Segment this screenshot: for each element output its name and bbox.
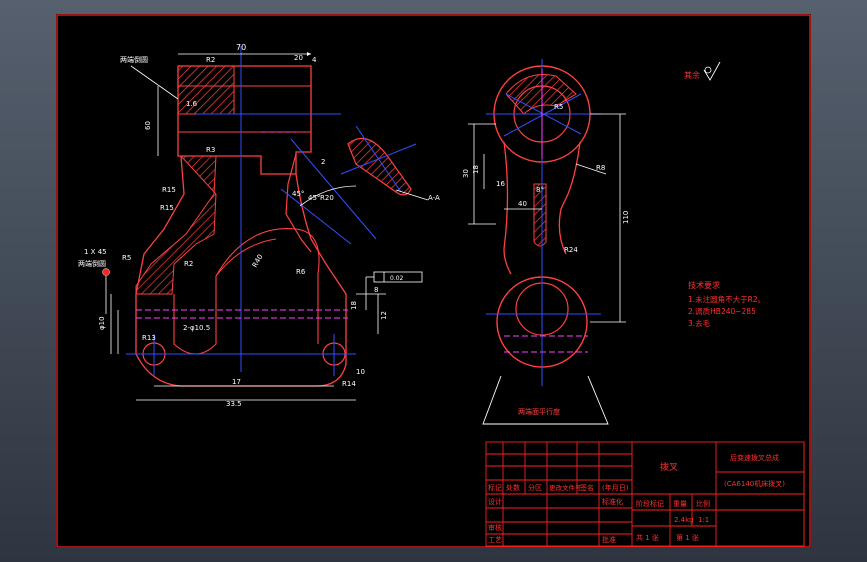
drawing-frame: [56, 14, 811, 548]
dim-d9: 4: [312, 56, 317, 64]
dim-r20: R20: [320, 194, 334, 202]
label-stage: 阶段标记: [636, 499, 664, 508]
dim-h-top: 30: [462, 169, 470, 178]
label-standard: 标准化: [602, 497, 623, 506]
right-view: 两端面平行度 30 18 16 40 110 R24 8° R5 R8: [462, 59, 630, 425]
tech-notes-title: 技术要求: [688, 280, 720, 290]
note-chamfer: 两端倒圆: [78, 259, 106, 268]
dim-r-low: R15: [162, 186, 176, 194]
label-review: 审核: [488, 523, 502, 532]
drawing-name: 后变速拨叉总成: [730, 453, 779, 462]
bottom-note: 两端面平行度: [518, 407, 560, 416]
dim-d10: 2: [321, 158, 325, 166]
dim-r-mid-r: R8: [596, 164, 605, 172]
tech-note-3: 3.去毛: [688, 318, 711, 328]
tech-notes: 技术要求 1.未注圆角不大于R2。 2.调质HB240~285 3.去毛: [688, 280, 765, 328]
note-hole: 两端倒圆: [120, 55, 148, 64]
weight-value: 2.4kg: [674, 516, 694, 524]
dim-height-a: 8: [374, 286, 378, 294]
dim-height-b: 12: [380, 311, 388, 320]
tolerance-value: 0.02: [390, 275, 404, 282]
arm-body: [503, 141, 581, 275]
dim-45b: 45°: [292, 190, 304, 198]
dim-r-mid: R3: [206, 146, 215, 154]
dim-h-mid: 18: [472, 165, 480, 174]
fork-arm: [285, 153, 312, 253]
web-hatch: [135, 155, 217, 295]
dim-d6: R13: [142, 334, 156, 342]
row-label-sign: 签名: [580, 483, 594, 492]
dim-chamfer: 1 X 45: [84, 248, 107, 256]
label-design: 设计: [488, 497, 502, 506]
arm-arc: [215, 238, 277, 277]
dim-r-arm: R40: [251, 253, 265, 269]
sheet-number: 第 1 张: [676, 533, 699, 542]
label-approve: 批准: [602, 535, 616, 544]
scale-value: 1:1: [698, 516, 709, 524]
arm-slot: [533, 183, 547, 247]
title-block: [485, 441, 805, 547]
section-label: A-A: [428, 194, 440, 202]
section-hatch: [347, 137, 412, 196]
label-scale: 比例: [696, 499, 710, 508]
drawing-sheet[interactable]: 70 20 两端倒圆 1.6 60 R2 R3 R15 R15 R2 1 X 4…: [56, 14, 811, 548]
dim-top-width: 70: [236, 43, 246, 52]
row-label-date: (年月日): [602, 483, 629, 492]
dim-r15: R15: [160, 204, 174, 212]
row-label-mark: 标记: [488, 483, 502, 492]
dim-d3: R5: [122, 254, 131, 262]
dim-w-arm: 40: [518, 200, 527, 208]
dim-d1: 1.6: [186, 100, 198, 108]
dim-side-h: 18: [350, 301, 358, 310]
dim-angle: 45°: [308, 194, 320, 202]
part-name: 拨叉: [660, 461, 678, 473]
section-view: A-A: [340, 125, 440, 202]
title-block-text: 拨叉 后变速拨叉总成 (CA6140机床拨叉) 标记 处数 分区 更改文件号 签…: [488, 453, 785, 544]
tech-note-2: 2.调质HB240~285: [688, 306, 756, 316]
dim-top-small: 20: [294, 54, 303, 62]
dim-bottom-total: 33.5: [226, 400, 242, 408]
tech-note-1: 1.未注圆角不大于R2。: [688, 294, 765, 304]
dim-angle-r: 8°: [536, 186, 544, 194]
roughness-note: 其余: [684, 70, 700, 80]
dim-r-big: R24: [564, 246, 578, 254]
dim-r-arc: R5: [554, 103, 563, 111]
fixture: [482, 375, 609, 425]
sheet-total: 共 1 张: [636, 533, 659, 542]
dim-h-total: 110: [622, 211, 630, 224]
drawing-canvas: 70 20 两端倒圆 1.6 60 R2 R3 R15 R15 R2 1 X 4…: [56, 14, 811, 548]
dim-d5: 2-φ10.5: [183, 324, 210, 332]
dim-d4: φ10: [98, 316, 106, 330]
dim-bottom-inner: 17: [232, 378, 241, 386]
drawing-code: (CA6140机床拨叉): [724, 479, 785, 488]
dim-d7: R14: [342, 380, 356, 388]
row-label-zone: 分区: [528, 483, 542, 492]
row-label-count: 处数: [506, 483, 520, 492]
web-outline: [135, 155, 347, 387]
label-weight: 重量: [673, 500, 687, 508]
dim-r-fillet: R2: [184, 260, 193, 268]
dim-d8: 10: [356, 368, 365, 376]
dim-d2: 60: [144, 121, 152, 130]
dim-h-small: 16: [496, 180, 505, 188]
top-eye-hatch: [505, 74, 577, 115]
dim-r-arm2: R6: [296, 268, 306, 276]
roughness-symbol: 其余: [684, 61, 721, 81]
row-label-change: 更改文件号: [549, 483, 582, 492]
dim-r-top: R2: [206, 56, 215, 64]
left-view: 70 20 两端倒圆 1.6 60 R2 R3 R15 R15 R2 1 X 4…: [78, 43, 423, 408]
label-process: 工艺: [488, 536, 502, 544]
